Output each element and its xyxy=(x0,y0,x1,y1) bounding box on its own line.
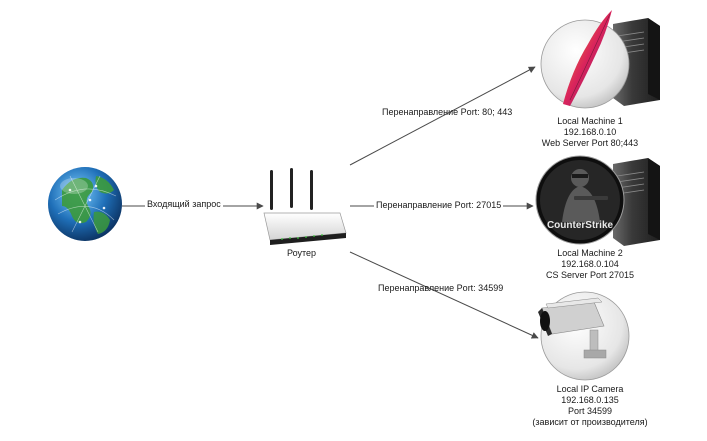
edge-to-machine1 xyxy=(349,66,536,166)
router-icon xyxy=(263,168,347,245)
machine1-caption: Local Machine 1 192.168.0.10 Web Server … xyxy=(515,116,665,149)
counter-strike-logo-text: CounterStrike xyxy=(547,220,614,231)
ip-camera-icon xyxy=(538,291,630,381)
camera-ip: 192.168.0.135 xyxy=(561,395,619,405)
machine2-ip: 192.168.0.104 xyxy=(561,259,619,269)
camera-name: Local IP Camera xyxy=(556,384,624,394)
edge-label-camera: Перенаправление Port: 34599 xyxy=(378,283,504,293)
edge-label-machine2: Перенаправление Port: 27015 xyxy=(374,200,504,211)
machine2-service: CS Server Port 27015 xyxy=(545,270,635,280)
router-label: Роутер xyxy=(287,248,317,258)
apache-server-icon xyxy=(540,10,660,109)
machine1-ip: 192.168.0.10 xyxy=(563,127,617,137)
counter-strike-server-icon: CounterStrike xyxy=(535,155,660,246)
machine1-service: Web Server Port 80;443 xyxy=(541,138,639,148)
camera-note: (зависит от производителя) xyxy=(532,417,648,427)
machine2-name: Local Machine 2 xyxy=(557,248,623,258)
machine2-caption: Local Machine 2 192.168.0.104 CS Server … xyxy=(515,248,665,281)
globe-icon xyxy=(48,167,122,241)
edge-to-camera xyxy=(349,251,539,339)
camera-port: Port 34599 xyxy=(567,406,613,416)
edge-label-machine1: Перенаправление Port: 80; 443 xyxy=(382,107,513,117)
camera-caption: Local IP Camera 192.168.0.135 Port 34599… xyxy=(515,384,665,428)
machine1-name: Local Machine 1 xyxy=(557,116,623,126)
edge-label-incoming: Входящий запрос xyxy=(145,199,223,210)
